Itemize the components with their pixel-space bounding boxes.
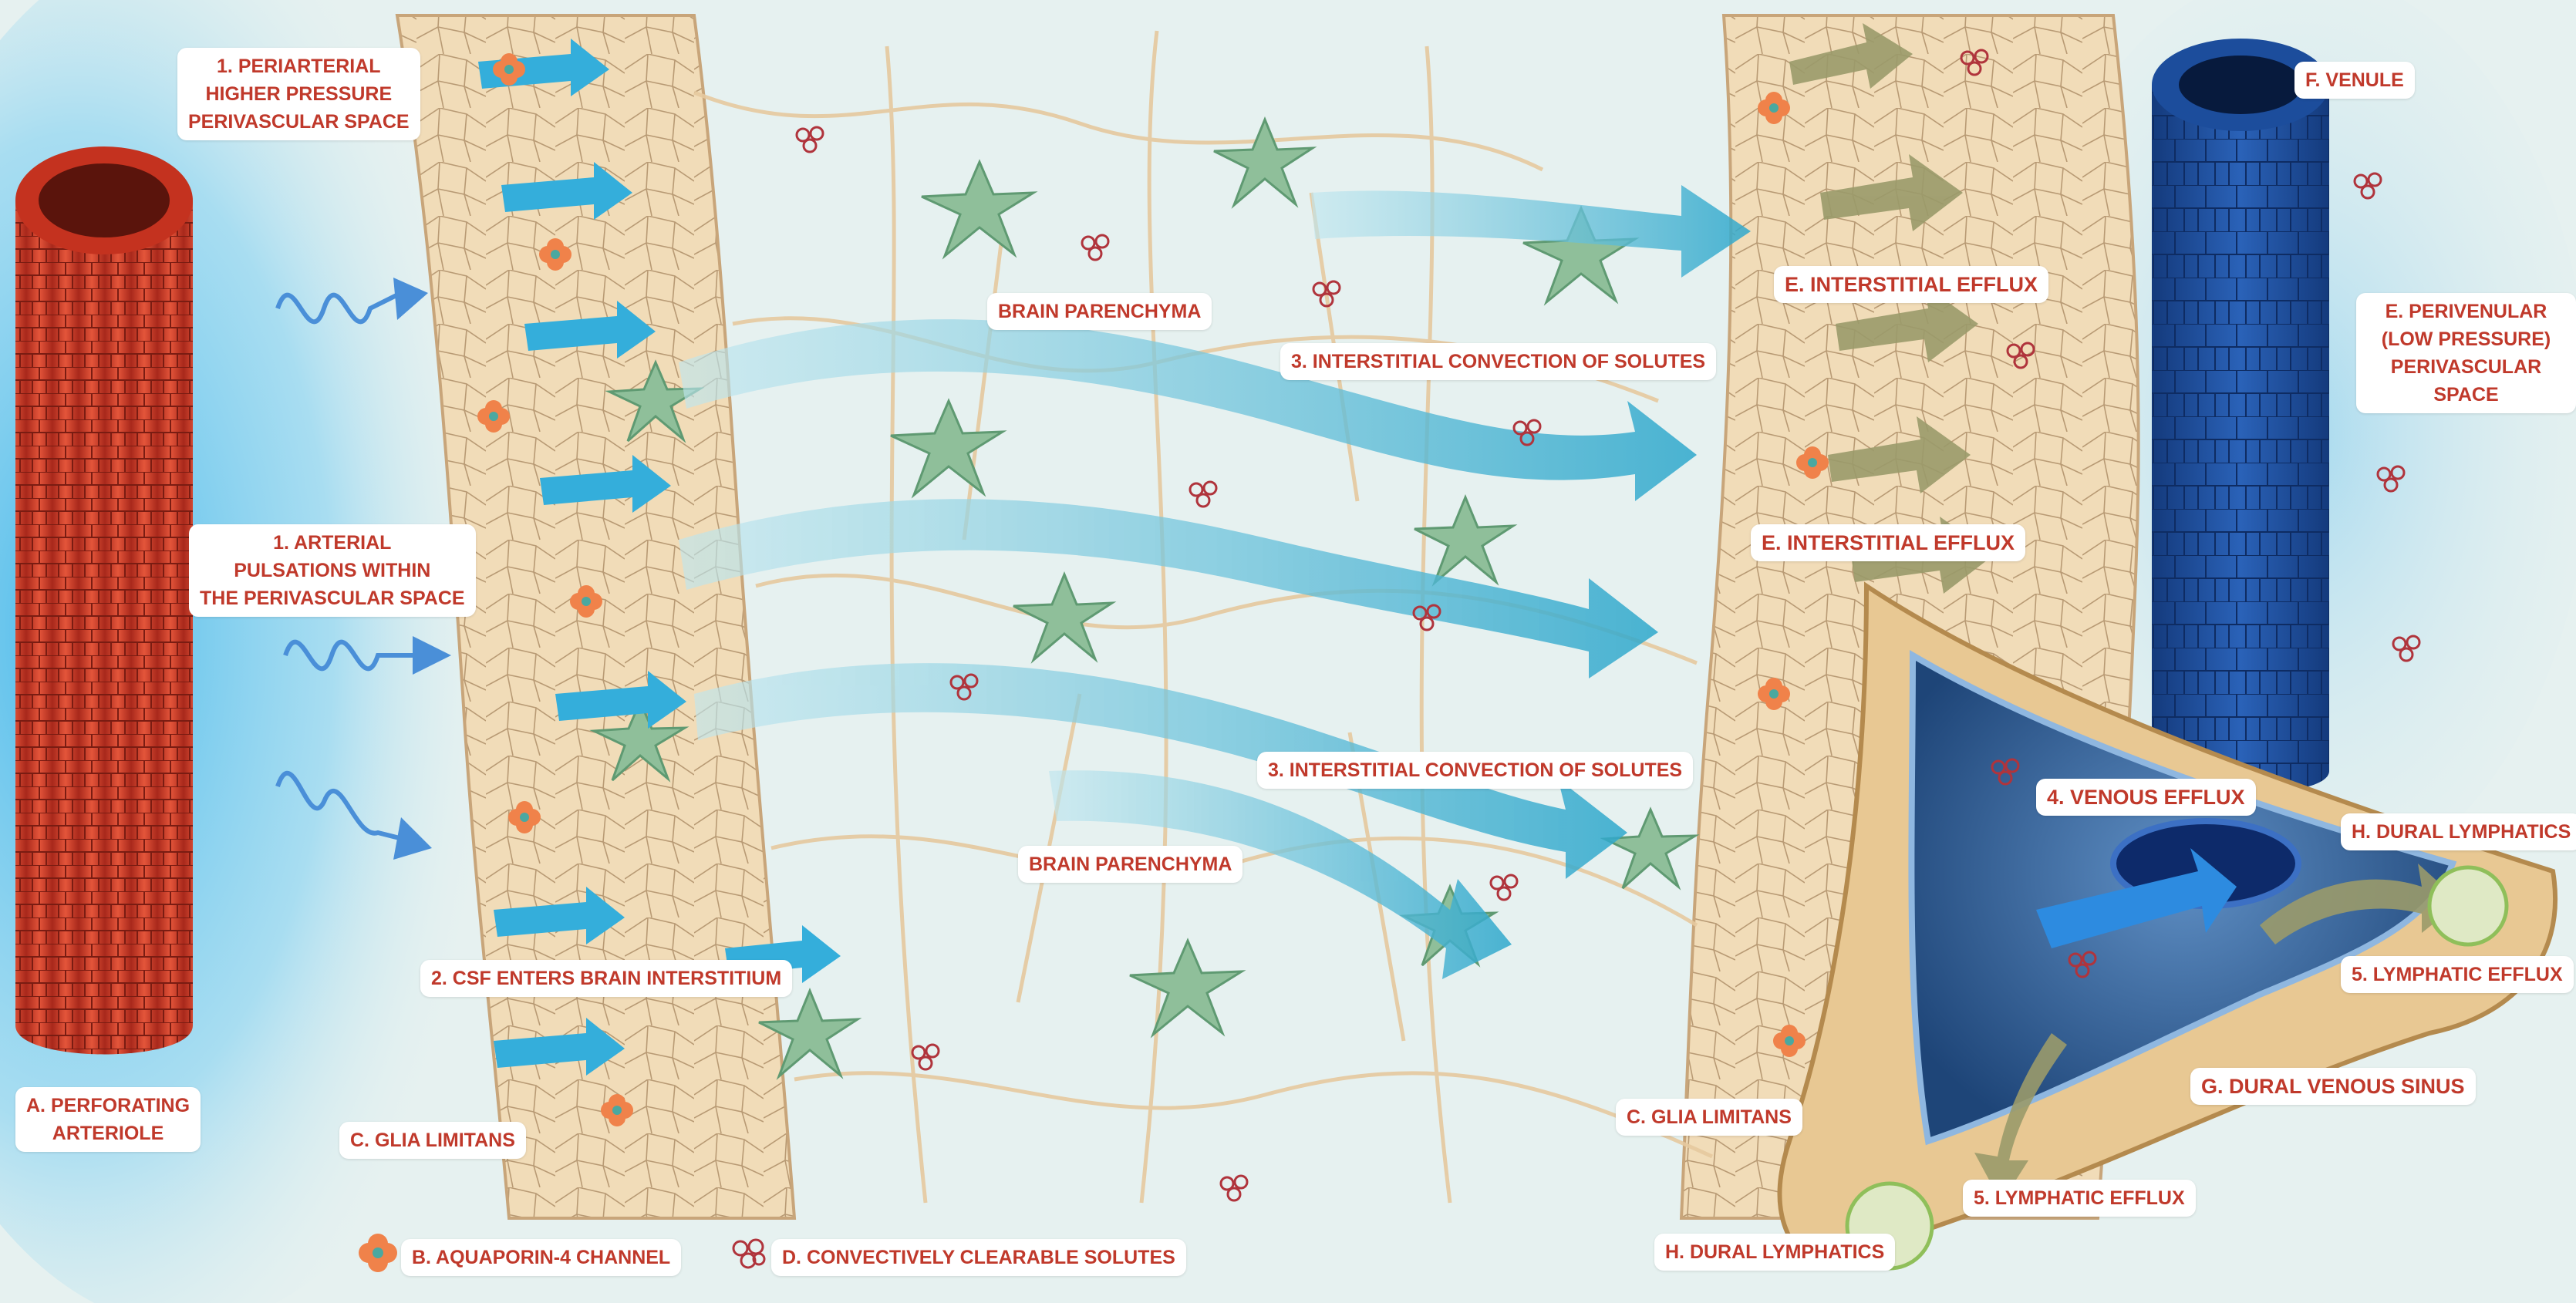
- dural-venous-sinus-label: G. DURAL VENOUS SINUS: [2190, 1068, 2476, 1105]
- dural-lymphatics-bottom-label: H. DURAL LYMPHATICS: [1654, 1234, 1896, 1271]
- aquaporin-legend-icon: [359, 1234, 397, 1272]
- venule-label: F. VENULE: [2294, 62, 2415, 99]
- csf-enters-label: 2. CSF ENTERS BRAIN INTERSTITIUM: [420, 960, 793, 997]
- aquaporin-legend-label: B. AQUAPORIN-4 CHANNEL: [401, 1239, 682, 1276]
- perforating-arteriole-line-2: ARTERIOLE: [52, 1123, 164, 1144]
- lymphatic-efflux-right-label: 5. LYMPHATIC EFFLUX: [2341, 956, 2574, 993]
- convection-bottom-label: 3. INTERSTITIAL CONVECTION OF SOLUTES: [1257, 752, 1694, 789]
- brain-parenchyma-top-label: BRAIN PARENCHYMA: [987, 293, 1212, 330]
- lymphatic-efflux-bottom-label: 5. LYMPHATIC EFFLUX: [1963, 1180, 2196, 1217]
- interstitial-efflux-mid-label: E. INTERSTITIAL EFFLUX: [1751, 524, 2026, 561]
- perivenular-space-label: E. PERIVENULAR (LOW PRESSURE) PERIVASCUL…: [2356, 293, 2576, 413]
- arterial-pulsations-line-2: PULSATIONS WITHIN: [234, 560, 431, 581]
- arterial-pulsations-label: 1. ARTERIAL PULSATIONS WITHIN THE PERIVA…: [189, 524, 476, 617]
- perforating-arteriole-line-1: A. PERFORATING: [26, 1095, 191, 1116]
- venous-efflux-label: 4. VENOUS EFFLUX: [2036, 779, 2256, 816]
- periarterial-space-label: 1. PERIARTERIAL HIGHER PRESSURE PERIVASC…: [177, 48, 420, 140]
- interstitial-efflux-top-label: E. INTERSTITIAL EFFLUX: [1774, 266, 2049, 303]
- periarterial-line-2: HIGHER PRESSURE: [205, 83, 393, 105]
- glia-limitans-right-label: C. GLIA LIMITANS: [1616, 1099, 1802, 1136]
- perivenular-line-3: PERIVASCULAR SPACE: [2390, 356, 2542, 406]
- perforating-arteriole-label: A. PERFORATING ARTERIOLE: [15, 1087, 201, 1152]
- arterial-pulsations-line-1: 1. ARTERIAL: [273, 532, 392, 554]
- perivenular-line-2: (LOW PRESSURE): [2381, 328, 2551, 350]
- glia-limitans-left-label: C. GLIA LIMITANS: [339, 1122, 526, 1159]
- dural-lymphatics-right-label: H. DURAL LYMPHATICS: [2341, 813, 2576, 850]
- brain-parenchyma-bottom-label: BRAIN PARENCHYMA: [1018, 846, 1243, 883]
- convection-top-label: 3. INTERSTITIAL CONVECTION OF SOLUTES: [1280, 343, 1717, 380]
- solute-legend-icon: [732, 1238, 766, 1269]
- perivenular-line-1: E. PERIVENULAR: [2385, 301, 2547, 322]
- periarterial-line-3: PERIVASCULAR SPACE: [188, 111, 410, 133]
- arteriole-vessel: [15, 146, 193, 1055]
- solutes-legend-label: D. CONVECTIVELY CLEARABLE SOLUTES: [771, 1239, 1186, 1276]
- periarterial-line-1: 1. PERIARTERIAL: [217, 56, 381, 77]
- arterial-pulsations-line-3: THE PERIVASCULAR SPACE: [200, 588, 465, 609]
